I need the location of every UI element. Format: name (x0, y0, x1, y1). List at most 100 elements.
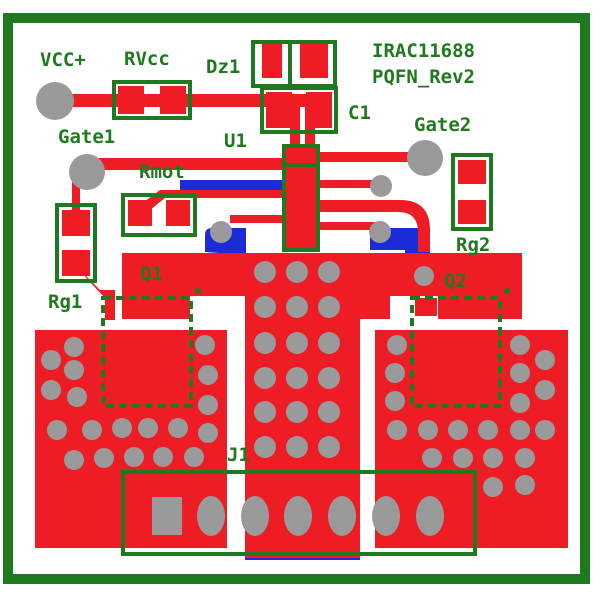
via (112, 418, 132, 438)
via (124, 447, 144, 467)
via (195, 335, 215, 355)
q1-pin1-marker (195, 288, 201, 294)
q2-pin1-marker (504, 288, 510, 294)
via (286, 332, 308, 354)
via (478, 420, 498, 440)
via (67, 387, 87, 407)
clearance-q1-notch (190, 296, 245, 330)
rg2-pad-bottom (458, 200, 486, 224)
gate1-trace (88, 158, 288, 170)
clearance-q2-gap (360, 319, 522, 330)
via (483, 477, 503, 497)
rg2-pad-top (458, 160, 486, 184)
u1-right-trace-2 (316, 200, 430, 252)
rvcc-pad-left (118, 86, 144, 114)
vias (36, 82, 443, 286)
via (515, 448, 535, 468)
right-pad-vias (385, 335, 555, 497)
j1-pin-6 (372, 496, 400, 536)
via (41, 380, 61, 400)
u1-right-trace-1 (316, 180, 376, 188)
via (184, 447, 204, 467)
via (168, 418, 188, 438)
via (318, 436, 340, 458)
rg1-label: Rg1 (48, 291, 83, 313)
q2-gate-pad (415, 298, 437, 316)
via (535, 380, 555, 400)
rg1-to-q1-trace (80, 270, 115, 320)
via (418, 420, 438, 440)
rmot-pad-left (128, 200, 152, 226)
j1-pin-7 (416, 496, 444, 536)
via (286, 401, 308, 423)
c1-label: C1 (348, 102, 371, 124)
via (198, 395, 218, 415)
u1-right-trace-3 (316, 222, 376, 230)
rmot-label: Rmot (139, 161, 185, 183)
bottom-trace-top (180, 180, 300, 190)
via (254, 436, 276, 458)
q1-outline (101, 296, 193, 408)
via (254, 261, 276, 283)
plane-clearances (122, 296, 522, 560)
via (448, 420, 468, 440)
q1-label: Q1 (140, 263, 163, 285)
u1-trace-1 (290, 100, 300, 150)
via (286, 436, 308, 458)
q2-label: Q2 (444, 270, 467, 292)
j1-pin-4 (284, 496, 312, 536)
silkscreen-layer (55, 40, 502, 556)
rmot-outline (121, 193, 197, 237)
via-vcc (36, 82, 74, 120)
j1-pin-2 (197, 496, 225, 536)
via (153, 447, 173, 467)
via (286, 296, 308, 318)
via (483, 448, 503, 468)
rvcc-label: RVcc (124, 48, 170, 70)
rvcc-outline (112, 80, 192, 120)
via (286, 367, 308, 389)
via (64, 450, 84, 470)
q2-outline (410, 296, 502, 408)
via (82, 420, 102, 440)
via (64, 360, 84, 380)
via (535, 420, 555, 440)
j1-connector-pins (152, 496, 444, 536)
via (385, 363, 405, 383)
part-number-label: IRAC11688 (372, 40, 475, 62)
via (318, 296, 340, 318)
rvcc-pad-right (160, 86, 186, 114)
dz1-pad-left (262, 44, 282, 78)
c1-outline (260, 86, 338, 134)
j1-pin-1 (152, 497, 182, 535)
via (318, 401, 340, 423)
via-u1-a (370, 175, 392, 197)
gate2-trace (316, 152, 426, 162)
via (422, 448, 442, 468)
via-gate2 (407, 140, 443, 176)
via (64, 337, 84, 357)
via (510, 420, 530, 440)
via (254, 367, 276, 389)
rg1-outline (55, 203, 97, 283)
via-u1-b (210, 221, 232, 243)
via (510, 393, 530, 413)
j1-pin-5 (328, 496, 356, 536)
q2-drain-pad (375, 330, 568, 548)
via (41, 350, 61, 370)
via-gate1 (69, 154, 105, 190)
j1-pin-3 (241, 496, 269, 536)
center-vias (254, 261, 340, 458)
rmot-pad-right (166, 200, 190, 226)
rg1-trace (72, 170, 80, 215)
j1-outline (121, 470, 477, 556)
via (254, 332, 276, 354)
q1-gate-pad (150, 298, 180, 312)
gate2-label: Gate2 (414, 114, 472, 136)
u1-outline (282, 144, 320, 252)
clearance-left (227, 320, 245, 560)
via (254, 401, 276, 423)
via (318, 367, 340, 389)
via (453, 448, 473, 468)
gate1-label: Gate1 (58, 126, 116, 148)
